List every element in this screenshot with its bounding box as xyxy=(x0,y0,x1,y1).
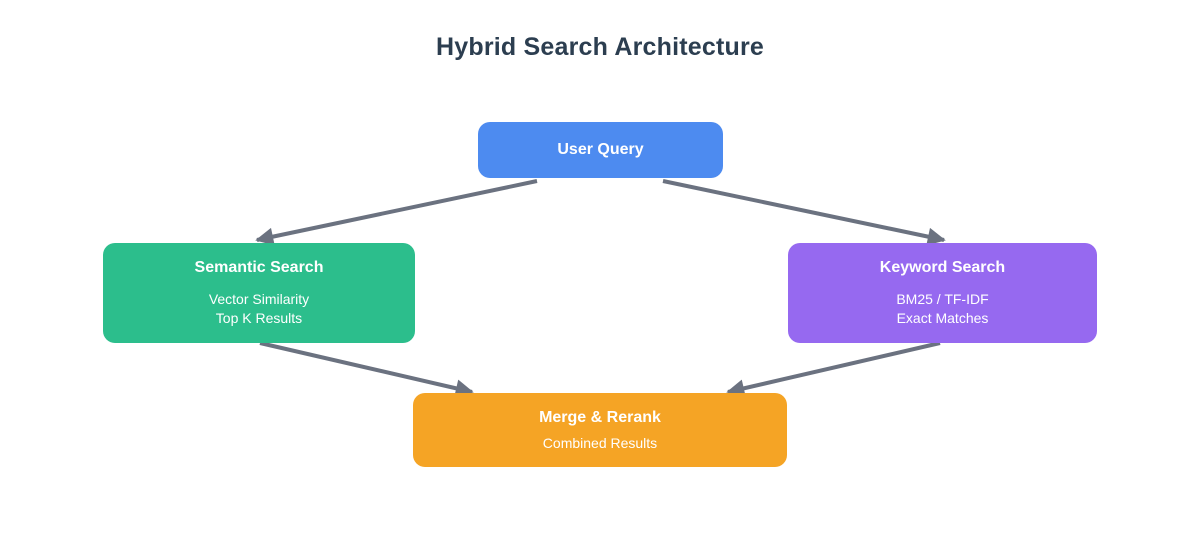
node-merge-rerank-label: Merge & Rerank xyxy=(539,408,661,426)
node-merge-rerank-sublabel: Combined Results xyxy=(543,434,657,453)
edge-user-query-to-semantic-search xyxy=(255,179,538,246)
edge-semantic-search-to-merge-rerank xyxy=(259,341,474,398)
node-semantic-search-label: Semantic Search xyxy=(194,259,324,276)
edge-keyword-search-to-merge-rerank xyxy=(726,341,941,398)
edge-group xyxy=(255,179,946,398)
diagram-title: Hybrid Search Architecture xyxy=(436,33,764,61)
subline: Combined Results xyxy=(542,434,658,451)
node-merge-rerank[interactable]: Merge & Rerank Combined Results xyxy=(413,393,787,467)
subline: Exact Matches xyxy=(896,310,989,326)
node-semantic-search-sublabel: Vector Similarity Top K Results xyxy=(209,290,309,328)
subline: Vector Similarity xyxy=(208,291,310,307)
node-user-query[interactable]: User Query xyxy=(478,122,723,178)
node-keyword-search-sublabel: BM25 / TF-IDF Exact Matches xyxy=(896,290,988,328)
node-user-query-label: User Query xyxy=(557,141,644,158)
edge-user-query-to-keyword-search xyxy=(662,179,946,246)
subline: Top K Results xyxy=(215,310,303,326)
node-keyword-search[interactable]: Keyword Search BM25 / TF-IDF Exact Match… xyxy=(788,243,1097,343)
node-keyword-search-label: Keyword Search xyxy=(879,259,1006,276)
subline: BM25 / TF-IDF xyxy=(896,291,989,307)
node-semantic-search[interactable]: Semantic Search Vector Similarity Top K … xyxy=(103,243,415,343)
